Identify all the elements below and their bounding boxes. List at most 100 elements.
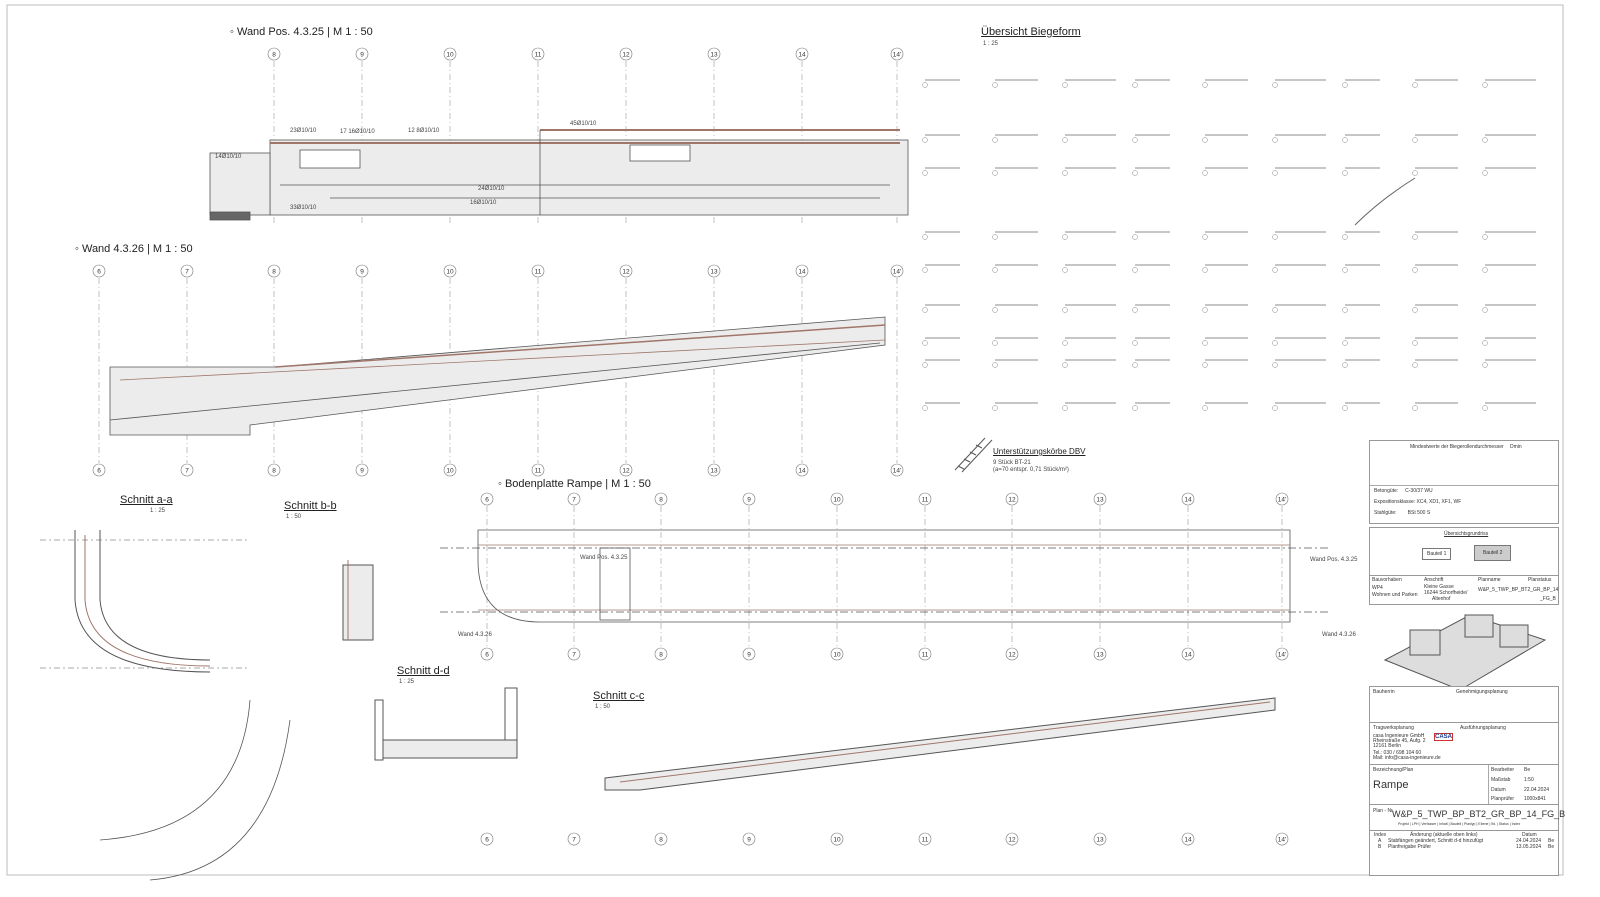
designation-row: Bezeichnung/Plan Rampe Bearbeiter Be Maß…	[1369, 764, 1559, 806]
axis-bubble	[654, 492, 668, 506]
bending-shape-mark	[1132, 137, 1138, 143]
bending-shape-mark	[1482, 170, 1488, 176]
bending-symbol: Dmin	[1510, 444, 1522, 450]
axis-bubble	[480, 647, 494, 661]
plan-number-row: Plan - Nr. W&P_5_TWP_BP_BT2_GR_BP_14_FG_…	[1369, 804, 1565, 832]
axis-bubble	[480, 492, 494, 506]
rev-date: 13.05.2024	[1516, 844, 1542, 850]
designation-value: Rampe	[1373, 779, 1409, 791]
address-line3: Altenhof	[1432, 596, 1451, 602]
axis-label: 7	[185, 468, 189, 475]
bodenplatte-title: ◦ Bodenplatte Rampe | M 1 : 50	[498, 478, 651, 490]
axis-bubble	[1005, 647, 1019, 661]
designation-label: Bezeichnung/Plan	[1373, 767, 1414, 773]
bending-shape-mark	[992, 362, 998, 368]
axis-bubble	[707, 463, 721, 477]
axis-bubble	[1093, 647, 1107, 661]
axis-label: 8	[659, 837, 663, 844]
material-label: Expositionsklasse:	[1374, 499, 1416, 505]
axis-label: 14	[1184, 837, 1192, 844]
bending-shape-mark	[1342, 137, 1348, 143]
bending-shape-mark	[922, 340, 928, 346]
schnitt-aa-title: Schnitt a-a	[120, 494, 173, 506]
rev-index: A	[1378, 838, 1382, 844]
bending-shape-mark	[1342, 362, 1348, 368]
bending-shape-mark	[1412, 234, 1418, 240]
rev-header: Änderung (aktuelle oben links)	[1410, 832, 1478, 838]
engineer-line: 12161 Berlin	[1373, 743, 1402, 749]
axis-bubble	[1005, 832, 1019, 846]
axis-bubble	[830, 492, 844, 506]
schnitt-aa-scale: 1 : 25	[150, 508, 166, 514]
axis-label: 7	[572, 837, 576, 844]
bending-shape-mark	[1412, 82, 1418, 88]
axis-bubble	[795, 463, 809, 477]
bending-shape-mark	[1412, 137, 1418, 143]
schnitt-bb-drawing	[342, 560, 374, 641]
axis-bubble	[443, 47, 457, 61]
axis-label: 11	[922, 497, 929, 504]
wand2-title-text: Wand 4.3.26 | M 1 : 50	[81, 243, 193, 255]
rev-by: Be	[1548, 844, 1555, 850]
bar-label: 17 16Ø10/10	[340, 129, 375, 135]
axis-bubble	[1275, 647, 1289, 661]
material-value: XC4, XD1, XF1, WF	[1416, 499, 1462, 505]
bending-shape-mark	[1342, 82, 1348, 88]
schnitt-dd-scale: 1 : 25	[399, 679, 415, 685]
plan-no-value: W&P_5_TWP_BP_BT2_GR_BP_14_FG_B	[1392, 809, 1566, 819]
wand2-elevation	[109, 316, 886, 436]
bending-shape-mark	[992, 234, 998, 240]
axis-label: 6	[97, 269, 101, 276]
axis-label: 12	[1008, 652, 1016, 659]
axis-bubble	[795, 47, 809, 61]
bending-shape-mark	[1482, 362, 1488, 368]
axis-bubble	[1181, 832, 1195, 846]
rev-index: B	[1378, 844, 1382, 850]
rev-text: Planfreigabe Prüfer	[1388, 844, 1432, 850]
axis-label: 10	[833, 652, 841, 659]
bending-shape-mark	[1412, 170, 1418, 176]
axis-bubble	[443, 463, 457, 477]
meta-label: Datum	[1491, 787, 1506, 793]
bar-label: 12 8Ø10/10	[408, 128, 440, 134]
bending-shape-mark	[1132, 340, 1138, 346]
bending-shape-mark	[1062, 234, 1068, 240]
bending-shape-mark	[1482, 267, 1488, 273]
bending-shape-mark	[922, 267, 928, 273]
axis-label: 13	[710, 468, 718, 475]
bending-shape-mark	[1342, 307, 1348, 313]
axis-bubble	[267, 463, 281, 477]
bending-shape-mark	[1412, 267, 1418, 273]
axis-bubble	[1275, 832, 1289, 846]
material-concrete: Betongüte: C-30/37 WU	[1374, 488, 1433, 494]
axis-bubble	[830, 832, 844, 846]
bending-shape-mark	[992, 340, 998, 346]
axis-label: 10	[833, 497, 841, 504]
project-value-2: Wohnen und Parken	[1372, 592, 1418, 598]
koerbe-spacing: (a=70 entspr. 0,71 Stück/m²)	[993, 467, 1069, 473]
project-label: Bauvorhaben	[1372, 577, 1402, 583]
axis-label: 12	[1008, 497, 1016, 504]
axis-label: 10	[446, 468, 454, 475]
bending-shape-mark	[1342, 234, 1348, 240]
address-label: Anschrift	[1424, 577, 1444, 583]
bending-shape-mark	[922, 170, 928, 176]
bending-shape-mark	[1412, 340, 1418, 346]
wand2-title: ◦ Wand 4.3.26 | M 1 : 50	[75, 243, 193, 255]
axis-bubble	[707, 47, 721, 61]
bending-shape-mark	[1202, 307, 1208, 313]
bending-shape-mark	[1132, 362, 1138, 368]
schnitt-cc-drawing	[604, 697, 1276, 791]
axis-label: 8	[272, 52, 276, 59]
note-wand-4325-left: Wand Pos. 4.3.25	[580, 555, 628, 561]
axis-label: 14'	[893, 269, 901, 276]
bending-shape-mark	[992, 405, 998, 411]
meta-label: Maßstab	[1491, 777, 1511, 783]
axis-bubble	[1093, 832, 1107, 846]
axis-bubble	[1275, 492, 1289, 506]
bending-shape-mark	[1062, 137, 1068, 143]
axis-bubble	[355, 47, 369, 61]
axis-label: 13	[1096, 497, 1104, 504]
meta-label: Planprüfer	[1491, 796, 1515, 802]
